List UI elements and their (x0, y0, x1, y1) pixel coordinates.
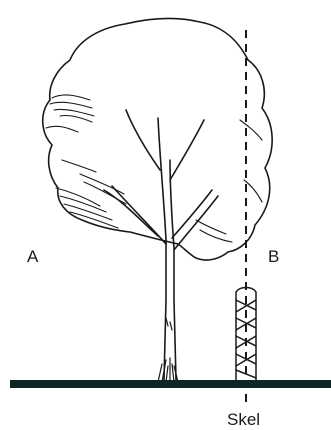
tree-crown-outline (43, 18, 272, 260)
tree-trunk-branches (104, 110, 218, 380)
label-a: A (27, 248, 38, 265)
label-skel: Skel (227, 411, 260, 428)
ground-line (10, 380, 331, 388)
label-b: B (268, 248, 279, 265)
crown-hatching (46, 95, 262, 242)
